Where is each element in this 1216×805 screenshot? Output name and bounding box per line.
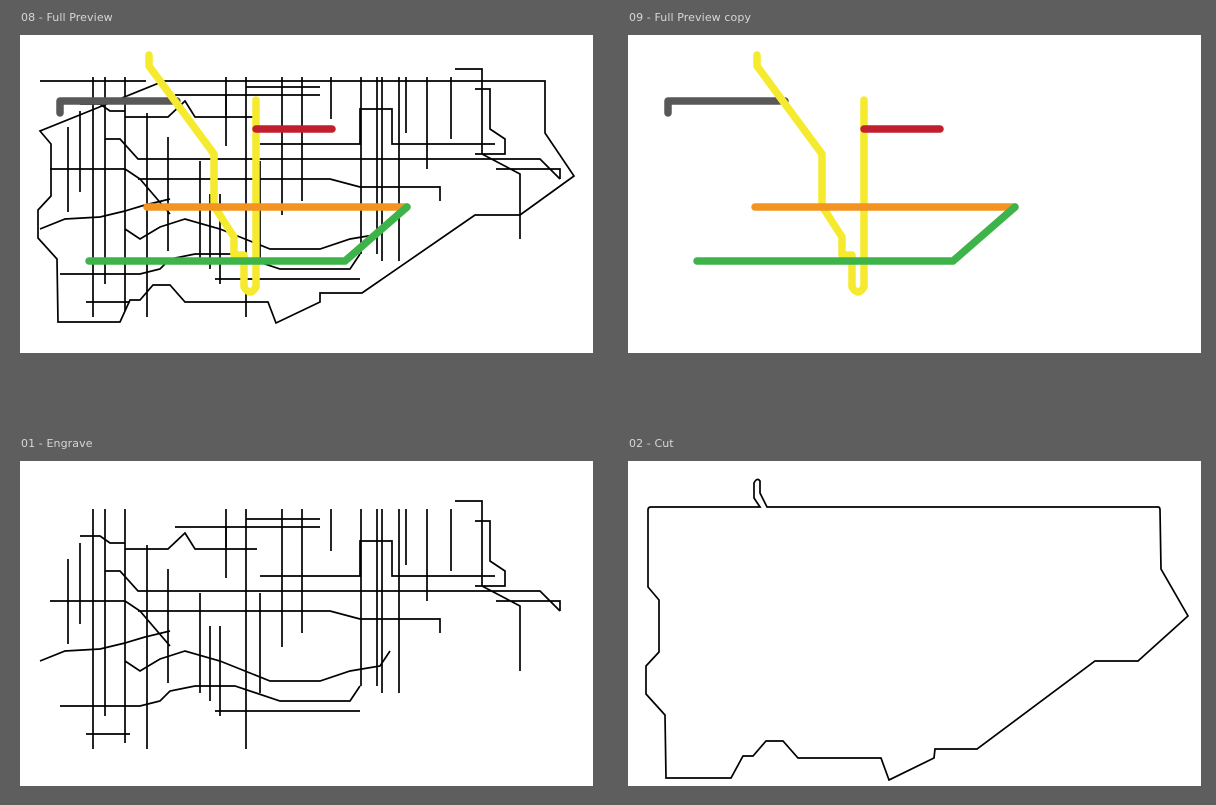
grey-line: [664, 97, 789, 117]
artboard-full-preview[interactable]: [20, 35, 593, 353]
subway-lines-map: [664, 51, 1019, 296]
artboard-label-cut[interactable]: 02 - Cut: [629, 437, 674, 450]
grey-line: [56, 97, 181, 117]
engrave-streets: [39, 500, 561, 750]
full-preview-map: [37, 51, 576, 325]
yellow-line: [753, 51, 868, 296]
artboard-cut[interactable]: [628, 461, 1201, 786]
yellow-line: [145, 51, 260, 296]
artboard-full-preview-copy[interactable]: [628, 35, 1201, 353]
street-grid: [39, 68, 561, 318]
cut-outline-map: [645, 478, 1190, 782]
artboard-label-engrave[interactable]: 01 - Engrave: [21, 437, 93, 450]
street-network: [39, 500, 561, 750]
green-line: [693, 203, 1019, 265]
artboard-label-full-preview[interactable]: 08 - Full Preview: [21, 11, 113, 24]
city-outline: [37, 80, 576, 325]
artboard-engrave[interactable]: [20, 461, 593, 786]
artboard-label-full-preview-copy[interactable]: 09 - Full Preview copy: [629, 11, 752, 24]
city-cut-outline: [645, 478, 1190, 782]
green-line: [85, 203, 411, 265]
subway-lines: [56, 51, 411, 296]
